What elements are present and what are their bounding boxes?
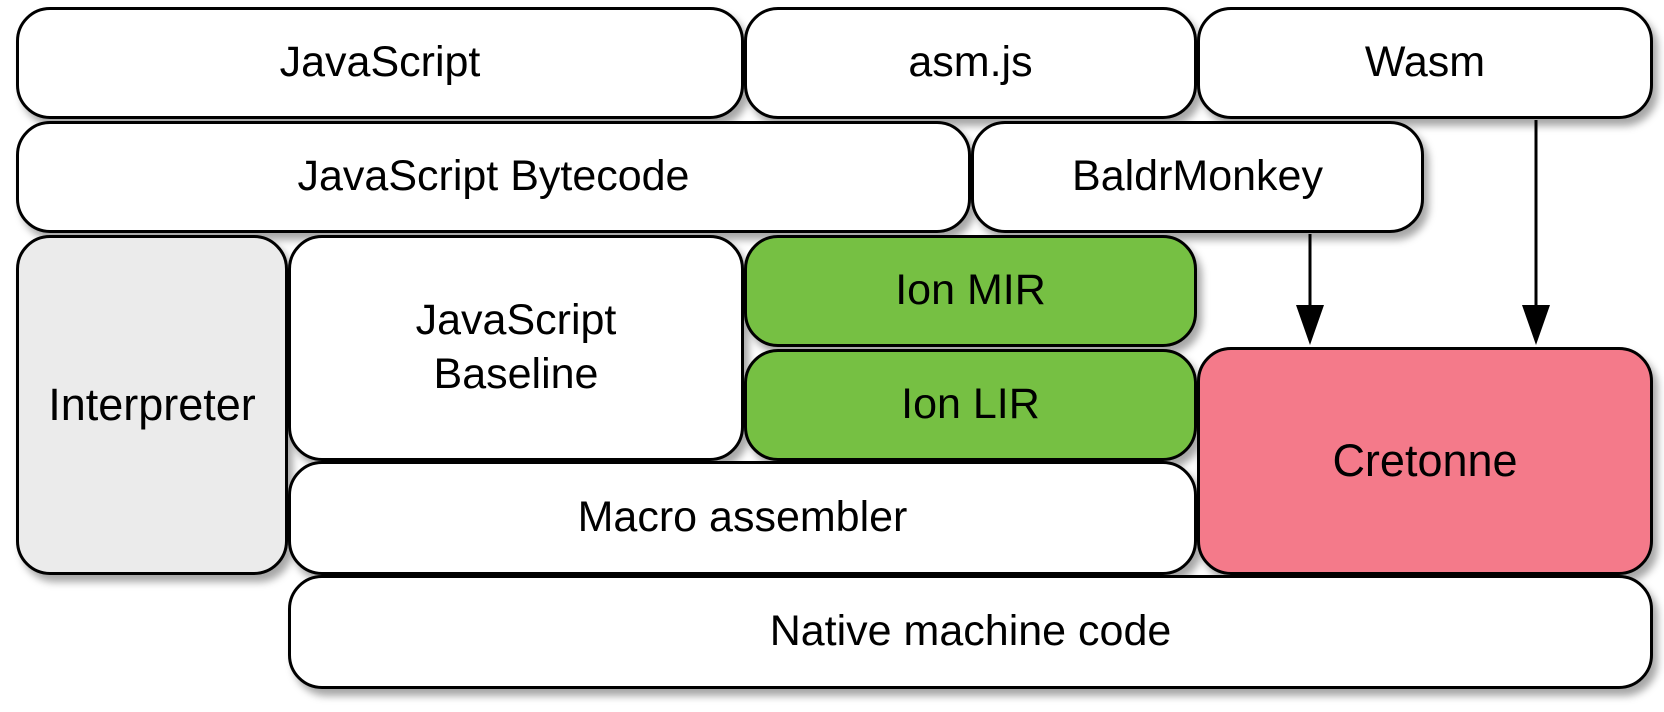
javascript-bytecode-block: JavaScript Bytecode <box>16 121 971 233</box>
javascript-baseline-label: JavaScript Baseline <box>415 296 617 398</box>
javascript-label: JavaScript <box>279 38 481 87</box>
baldrmonkey-block: BaldrMonkey <box>971 121 1424 233</box>
macro-assembler-block: Macro assembler <box>288 461 1197 575</box>
ion-mir-block: Ion MIR <box>744 235 1197 347</box>
javascript-block: JavaScript <box>16 7 744 119</box>
macro-assembler-label: Macro assembler <box>577 493 908 542</box>
arrow-wasm-to-cretonne <box>1522 120 1550 345</box>
asmjs-block: asm.js <box>744 7 1197 119</box>
native-machine-code-block: Native machine code <box>288 575 1653 689</box>
asmjs-label: asm.js <box>908 38 1033 87</box>
interpreter-block: Interpreter <box>16 235 288 575</box>
javascript-bytecode-label: JavaScript Bytecode <box>297 152 690 201</box>
ion-lir-block: Ion LIR <box>744 349 1197 461</box>
interpreter-label: Interpreter <box>48 378 256 430</box>
cretonne-label: Cretonne <box>1332 434 1518 486</box>
ion-lir-label: Ion LIR <box>901 380 1040 429</box>
cretonne-block: Cretonne <box>1197 347 1653 575</box>
baldrmonkey-label: BaldrMonkey <box>1072 152 1323 201</box>
native-machine-code-label: Native machine code <box>769 607 1172 656</box>
wasm-label: Wasm <box>1364 38 1486 87</box>
wasm-block: Wasm <box>1197 7 1653 119</box>
ion-mir-label: Ion MIR <box>895 266 1046 315</box>
javascript-baseline-block: JavaScript Baseline <box>288 235 744 461</box>
arrow-baldrmonkey-to-cretonne <box>1296 234 1324 345</box>
